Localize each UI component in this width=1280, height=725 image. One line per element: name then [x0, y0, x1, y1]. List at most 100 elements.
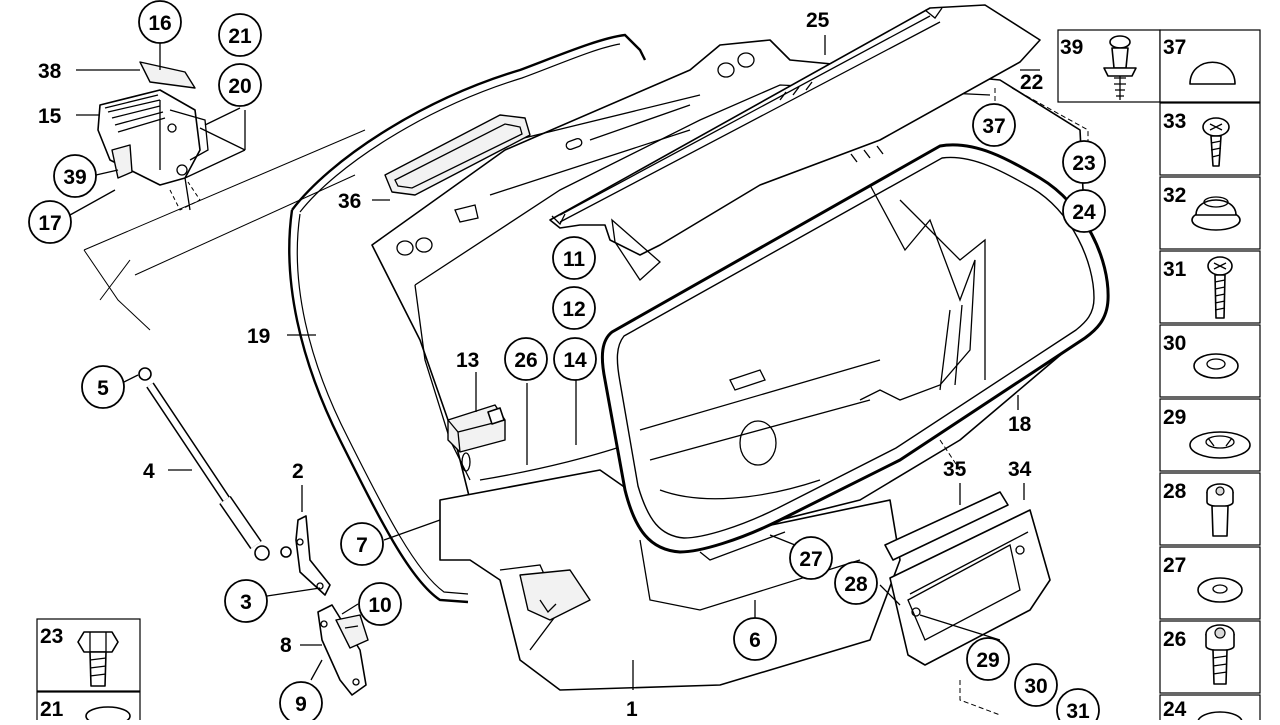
license-plate-bracket: [884, 491, 1051, 666]
callout-19: 19: [247, 325, 270, 348]
leader-lines: [69, 35, 1089, 716]
side-label-33: 33: [1163, 110, 1186, 133]
callout-8: 8: [280, 634, 292, 657]
svg-text:29: 29: [976, 649, 999, 672]
callout-9: 9: [279, 681, 323, 725]
svg-text:26: 26: [514, 349, 537, 372]
bottom-label-23: 23: [40, 625, 63, 648]
tailgate-lock: [317, 604, 369, 696]
callout-11: 11: [552, 236, 596, 280]
side-label-27: 27: [1163, 554, 1186, 577]
clip-icon: [1103, 35, 1137, 100]
cap-icon: [1189, 61, 1236, 85]
svg-text:24: 24: [1072, 201, 1096, 224]
callout-20: 20: [218, 63, 262, 107]
rear-spoiler: [549, 4, 1041, 281]
callout-4: 4: [143, 460, 155, 483]
plain-callouts: 38 15 19 4 2 8 13 1 36 18 35 34 25 22: [38, 9, 1043, 721]
torx-screw-icon: [1205, 624, 1235, 685]
svg-text:7: 7: [356, 534, 368, 557]
callout-1: 1: [626, 698, 638, 720]
spring-nut-icon: [1189, 431, 1251, 459]
flat-washer-icon: [1197, 577, 1243, 603]
hex-bolt-icon: [77, 631, 119, 687]
long-screw-icon: [1207, 256, 1233, 319]
tailgate-outer-skin: [439, 469, 901, 691]
callout-12: 12: [552, 286, 596, 330]
tailgate-switch: [447, 404, 506, 453]
svg-text:16: 16: [148, 12, 171, 35]
svg-text:6: 6: [749, 629, 761, 652]
svg-text:23: 23: [1072, 152, 1095, 175]
third-brake-light: [384, 114, 531, 196]
side-parts-table: 39 37 33 32 31 30 29 28 27 26 24: [1057, 29, 1261, 725]
side-label-26: 26: [1163, 628, 1186, 651]
callout-14: 14: [553, 337, 597, 381]
side-label-31: 31: [1163, 258, 1187, 281]
circled-callouts: 16 21 20 39 17 5 3 9 10 7 6 11 12 14 26 …: [28, 0, 1106, 725]
callout-2: 2: [292, 460, 304, 483]
svg-text:14: 14: [563, 349, 587, 372]
callout-17: 17: [28, 200, 72, 244]
washer-icon: [1193, 353, 1239, 379]
svg-text:10: 10: [368, 594, 391, 617]
side-label-28: 28: [1163, 480, 1187, 503]
svg-text:39: 39: [63, 166, 86, 189]
svg-text:28: 28: [844, 573, 868, 596]
side-label-29: 29: [1163, 406, 1186, 429]
callout-10: 10: [358, 582, 402, 626]
callout-34: 34: [1008, 458, 1032, 481]
bolt-icon: [1206, 483, 1234, 537]
hinge-assembly: [97, 61, 209, 211]
svg-text:3: 3: [240, 591, 252, 614]
callout-6: 6: [733, 617, 777, 661]
side-label-37: 37: [1163, 36, 1186, 59]
side-label-24: 24: [1163, 698, 1187, 720]
callout-35: 35: [943, 458, 967, 481]
rear-window-glass: [600, 143, 1110, 561]
grommet-icon: [1191, 196, 1241, 231]
construction-lines: [83, 129, 366, 331]
callout-30: 30: [1014, 663, 1058, 707]
callout-5: 5: [81, 365, 125, 409]
svg-text:12: 12: [562, 298, 585, 321]
svg-text:11: 11: [563, 248, 586, 271]
strut-bracket: [280, 515, 331, 596]
svg-text:20: 20: [228, 75, 251, 98]
callout-22: 22: [1020, 71, 1043, 94]
callout-16: 16: [138, 0, 182, 44]
callout-38: 38: [38, 60, 62, 83]
callout-7: 7: [340, 522, 384, 566]
screw-icon: [1202, 117, 1230, 167]
svg-text:17: 17: [38, 212, 61, 235]
callout-15: 15: [38, 105, 62, 128]
callout-25: 25: [806, 9, 830, 32]
side-label-39: 39: [1060, 36, 1083, 59]
bottom-parts-table: 23 21: [36, 618, 141, 725]
svg-text:37: 37: [982, 115, 1005, 138]
callout-28: 28: [834, 561, 878, 605]
callout-18: 18: [1008, 413, 1032, 436]
callout-29: 29: [966, 637, 1010, 681]
callout-13: 13: [456, 349, 479, 372]
nut-icon: [85, 706, 131, 725]
callout-23: 23: [1062, 140, 1106, 184]
svg-text:9: 9: [295, 693, 307, 716]
bottom-label-21: 21: [40, 698, 64, 720]
svg-text:30: 30: [1024, 675, 1047, 698]
tailgate-seal: [288, 33, 647, 604]
callout-27: 27: [789, 536, 833, 580]
callout-31: 31: [1056, 688, 1100, 725]
callout-21: 21: [218, 13, 262, 57]
callout-37: 37: [972, 103, 1016, 147]
svg-text:27: 27: [799, 548, 822, 571]
svg-text:5: 5: [97, 377, 109, 400]
svg-text:21: 21: [228, 25, 252, 48]
callout-39: 39: [53, 154, 97, 198]
callout-3: 3: [224, 579, 268, 623]
callout-36: 36: [338, 190, 361, 213]
callout-24: 24: [1062, 189, 1106, 233]
gas-strut: [138, 367, 270, 561]
